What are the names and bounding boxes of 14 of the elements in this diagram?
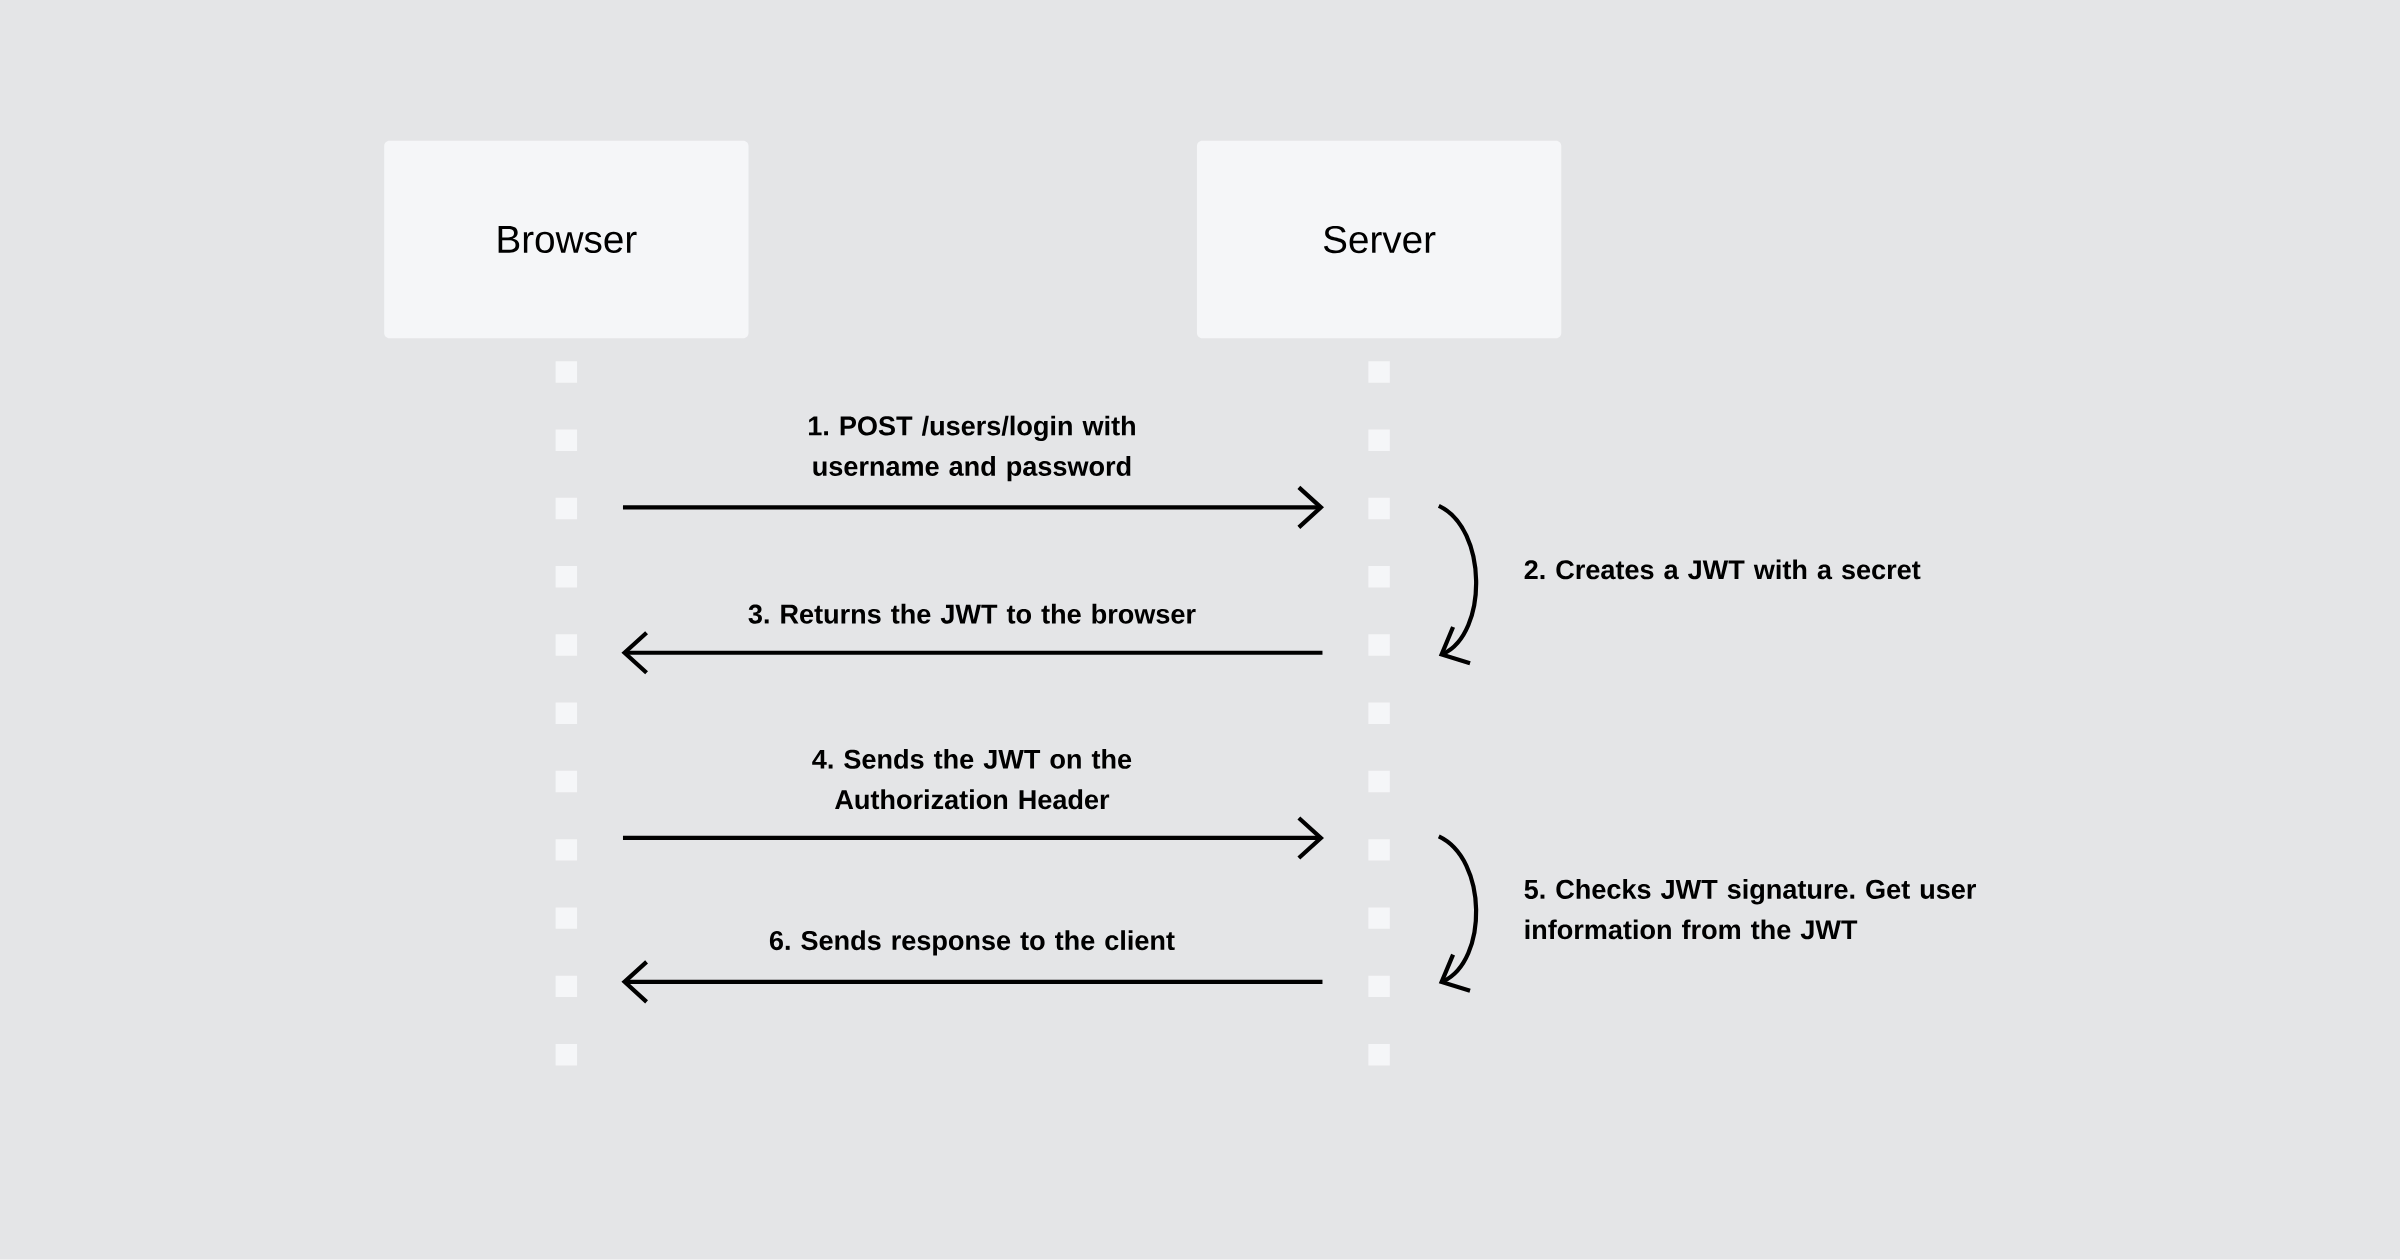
edge-label: 1. POST /users/login with username and password [809,415,1135,482]
edge-label: 5. Checks JWT signature. Get user information from the JWT [1524,879,1976,940]
arrow [622,816,1324,860]
arrow [621,960,1323,1004]
arrow [1437,834,1479,993]
arrow [621,631,1323,675]
arrow [1437,504,1479,666]
edge-label: 6. Sends response to the client [769,930,1175,956]
edge-label: 2. Creates a JWT with a secret [1524,559,1921,580]
arrow [622,485,1324,530]
edge-label: 4. Sends the JWT on the Authorization Header [812,749,1132,810]
participant-box: Browser [384,140,749,339]
edge-label: 3. Returns the JWT to the browser [748,603,1196,624]
participant-box: Server [1196,140,1562,339]
